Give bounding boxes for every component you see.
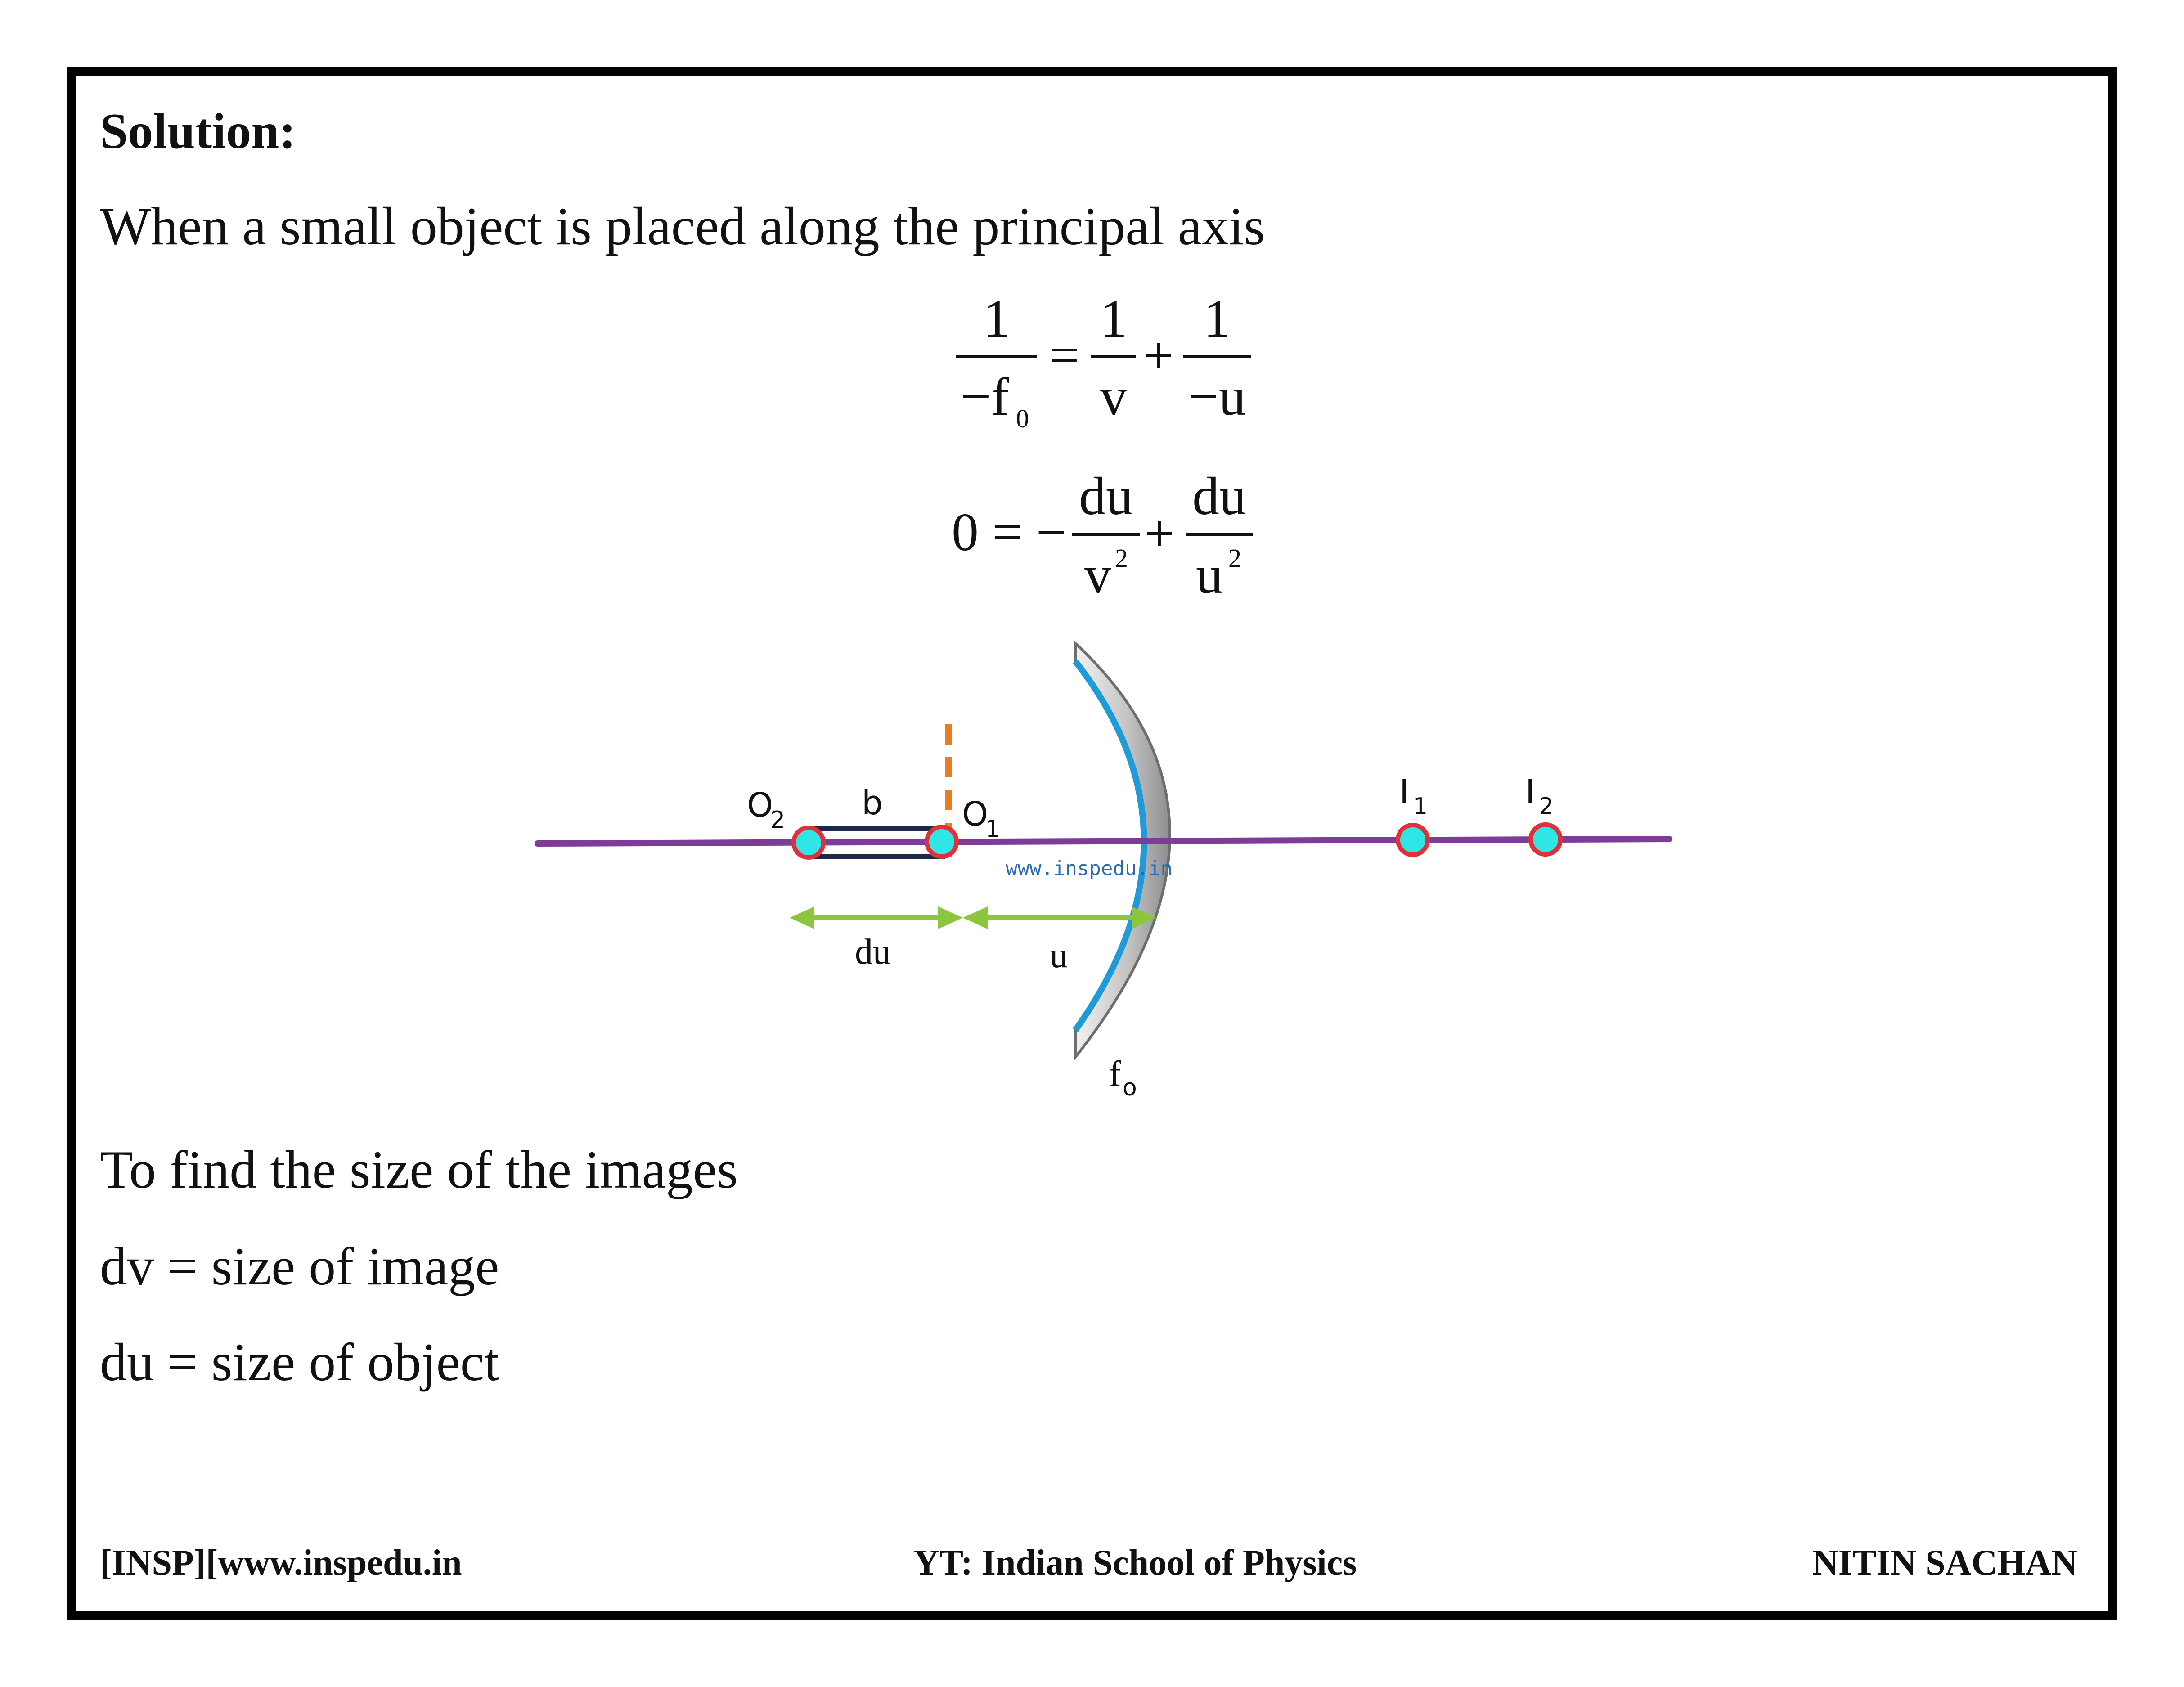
label-o2: O: [747, 786, 773, 825]
line-du-definition: du = size of object: [100, 1332, 499, 1392]
concave-mirror: [1074, 640, 1171, 1061]
eq1-lhs-numerator: 1: [983, 288, 1010, 348]
label-o1: O: [962, 795, 988, 834]
label-o2-sub: 2: [770, 807, 785, 834]
eq1-lhs-denominator-sub: 0: [1016, 404, 1029, 433]
label-u: u: [1050, 936, 1068, 975]
du-arrow: [790, 906, 963, 929]
equation-1: 1 −f 0 = 1 v + 1 −u: [956, 288, 1251, 433]
eq1-plus: +: [1143, 325, 1174, 385]
label-o1-sub: 1: [985, 816, 1000, 843]
point-i1: [1396, 823, 1430, 857]
point-i2: [1528, 822, 1563, 857]
eq1-term1-denominator: v: [1100, 367, 1127, 426]
footer-left: [INSP][www.inspedu.in: [100, 1543, 462, 1583]
line-dv-definition: dv = size of image: [100, 1236, 499, 1296]
eq2-term1-numerator: du: [1079, 466, 1133, 526]
eq2-term2-numerator: du: [1192, 466, 1246, 526]
eq1-lhs-denominator: −f: [961, 367, 1009, 426]
label-fo: f: [1109, 1054, 1121, 1094]
point-o1: [925, 825, 959, 859]
eq2-term2-denominator: u: [1196, 545, 1223, 605]
watermark-text: www.inspedu.in: [1006, 857, 1173, 880]
label-i1: I: [1399, 772, 1409, 811]
eq1-term2-denominator: −u: [1188, 367, 1246, 426]
label-b: b: [862, 784, 883, 822]
footer-center: YT: Indian School of Physics: [913, 1543, 1357, 1583]
eq1-term2-numerator: 1: [1204, 288, 1231, 348]
eq2-term1-denominator-sup: 2: [1115, 543, 1128, 573]
point-o2: [791, 826, 826, 860]
label-i2: I: [1525, 772, 1535, 811]
eq2-term2-denominator-sup: 2: [1228, 543, 1241, 573]
u-arrow: [963, 906, 1156, 929]
eq2-plus: +: [1144, 503, 1175, 563]
eq2-term1-denominator: v: [1084, 545, 1111, 605]
footer-right: NITIN SACHAN: [1812, 1543, 2077, 1583]
label-i2-sub: 2: [1539, 793, 1554, 820]
equation-2: 0 = − du v 2 + du u 2: [952, 466, 1253, 605]
eq1-equals: =: [1049, 325, 1079, 385]
label-fo-sub: o: [1123, 1074, 1137, 1101]
label-i1-sub: 1: [1413, 793, 1428, 820]
solution-heading: Solution:: [100, 103, 296, 159]
principal-axis: [535, 836, 1672, 847]
intro-text: When a small object is placed along the …: [100, 196, 1265, 256]
eq2-lhs: 0 = −: [952, 502, 1066, 562]
line-find-size: To find the size of the images: [100, 1140, 738, 1199]
label-du: du: [855, 932, 891, 972]
eq1-term1-numerator: 1: [1100, 288, 1127, 348]
